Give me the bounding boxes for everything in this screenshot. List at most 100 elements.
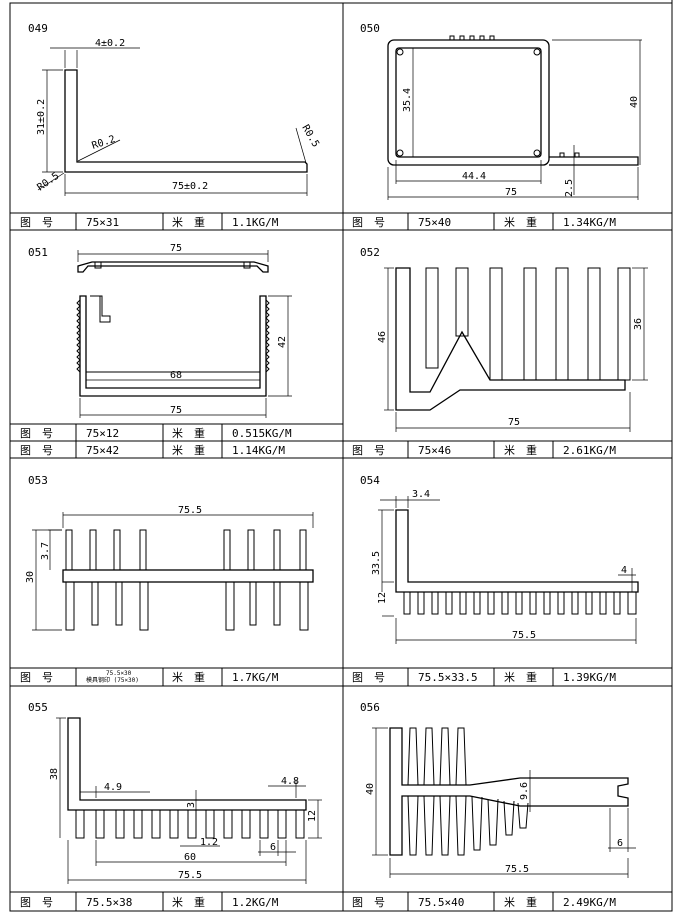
panel-051: 051 75 42 68 75: [28, 243, 292, 418]
dim-base-thickness: 3.7: [40, 542, 51, 560]
dim-height: 33.5: [371, 551, 382, 575]
top-grooves: [449, 35, 495, 40]
dim-height: 30: [25, 571, 36, 583]
body-outer: [79, 295, 267, 397]
panel-052: 052 46 36 75: [360, 246, 648, 432]
footer-052: 图 号 75×46 米 重 2.61KG/M: [352, 443, 616, 457]
dim-fin-height: 12: [377, 592, 388, 604]
weight-label: 米 重: [504, 670, 537, 684]
weight-label: 米 重: [172, 670, 205, 684]
part-no-label: 图 号: [20, 896, 53, 909]
part-size: 75.5×38: [86, 896, 132, 909]
dim-fin-height: 36: [633, 318, 644, 330]
dim-cover-width: 75: [170, 243, 182, 254]
panel-number: 053: [28, 474, 48, 487]
part-size: 75.5×33.5: [418, 671, 478, 684]
dim-fin-height: 12: [307, 810, 318, 822]
dim-body-height: 42: [277, 336, 288, 348]
dim-base-thickness: 9.6: [519, 782, 530, 800]
dim-radius-corner: R0.5: [35, 171, 61, 194]
panel-054: 054 3.4 33.5 4 12 75.5: [360, 474, 639, 644]
comb-fins: [403, 592, 637, 615]
dim-inner-height: 35.4: [402, 88, 413, 112]
panel-number: 055: [28, 701, 48, 714]
dim-inner-width: 68: [170, 370, 182, 381]
dim-height: 40: [365, 783, 376, 795]
weight-label: 米 重: [172, 443, 205, 457]
part-weight: 0.515KG/M: [232, 427, 292, 440]
lower-fins: [407, 795, 529, 856]
upper-fins: [65, 529, 307, 570]
flange-grooves: [559, 152, 580, 157]
dim-fin-thickness: 1.2: [200, 837, 218, 848]
part-no-label: 图 号: [20, 444, 53, 457]
dim-fin-span: 60: [184, 852, 196, 863]
footer-054: 图 号 75.5×33.5 米 重 1.39KG/M: [352, 670, 616, 684]
panel-053: 053 75.5 3.7: [25, 474, 314, 631]
panel-number: 054: [360, 474, 380, 487]
part-no-label: 图 号: [20, 216, 53, 229]
part-size: 75×46: [418, 444, 451, 457]
dim-width: 75.5: [505, 864, 529, 875]
part-weight: 1.34KG/M: [563, 216, 616, 229]
dim-height: 46: [377, 331, 388, 343]
panel-049: 049 4±0.2 31±0.2 R0.2 R0.5 R0.5 75±0.2: [28, 22, 321, 196]
weight-label: 米 重: [172, 426, 205, 440]
part-no-label: 图 号: [20, 427, 53, 440]
weight-label: 米 重: [504, 443, 537, 457]
dim-thickness: 4±0.2: [95, 38, 125, 49]
part-no-label: 图 号: [352, 671, 385, 684]
part-no-label: 图 号: [20, 671, 53, 684]
lower-fins: [65, 582, 309, 631]
dim-body-width: 75: [170, 405, 182, 416]
sheet-frame: [9, 0, 673, 912]
weight-label: 米 重: [504, 215, 537, 229]
dim-width: 75: [505, 187, 517, 198]
tube-inner: [395, 47, 542, 158]
tube-outer: [387, 39, 550, 166]
screw-slot: [533, 149, 541, 157]
footer-051: 图 号 75×12 米 重 0.515KG/M 图 号 75×42 米 重 1.…: [20, 426, 292, 457]
part-no-label: 图 号: [352, 216, 385, 229]
panel-050: 050 35.4 40 44.4 75 2.5: [360, 22, 642, 200]
heatsink-body: [389, 727, 629, 856]
screw-slot: [396, 149, 404, 157]
l-profile-outline: [64, 69, 308, 173]
part-weight: 2.49KG/M: [563, 896, 616, 909]
footer-056: 图 号 75.5×40 米 重 2.49KG/M: [352, 895, 616, 909]
dim-height: 31±0.2: [36, 99, 47, 135]
part-weight-2: 1.14KG/M: [232, 444, 285, 457]
dim-width: 75.5: [178, 505, 202, 516]
dim-radius-tip: R0.5: [299, 123, 321, 149]
part-size: 75×12: [86, 427, 119, 440]
panel-number: 050: [360, 22, 380, 35]
vertical-fins: [425, 267, 631, 381]
part-weight: 1.1KG/M: [232, 216, 279, 229]
dim-height: 38: [49, 768, 60, 780]
l-heatsink-outline: [395, 509, 639, 593]
dim-fin-spacing: 4.9: [104, 782, 122, 793]
inner-hook: [90, 295, 111, 323]
footer-050: 图 号 75×40 米 重 1.34KG/M: [352, 215, 616, 229]
panel-056: 056 40 9.6 6: [360, 701, 636, 878]
panel-055: 055 38 4.9 4.8 3 12 1.2 6: [28, 701, 322, 884]
dim-base-thickness: 3: [186, 802, 197, 808]
dim-flange-width: 6: [617, 838, 623, 849]
part-size: 75×31: [86, 216, 119, 229]
panel-number: 056: [360, 701, 380, 714]
upper-fins: [407, 727, 467, 786]
base-plate: [62, 569, 314, 583]
weight-label: 米 重: [504, 895, 537, 909]
part-weight: 1.39KG/M: [563, 671, 616, 684]
dim-width: 75: [508, 417, 520, 428]
dim-end-width: 4.8: [281, 776, 299, 787]
flange: [549, 156, 639, 166]
part-weight: 1.2KG/M: [232, 896, 279, 909]
footer-053: 图 号 75.5×30 模具钢印 (75×30) 米 重 1.7KG/M: [20, 670, 279, 684]
weight-label: 米 重: [172, 895, 205, 909]
side-serration-left: [76, 299, 81, 373]
dim-length: 75±0.2: [172, 181, 208, 192]
l-heatsink-outline: [67, 717, 307, 811]
